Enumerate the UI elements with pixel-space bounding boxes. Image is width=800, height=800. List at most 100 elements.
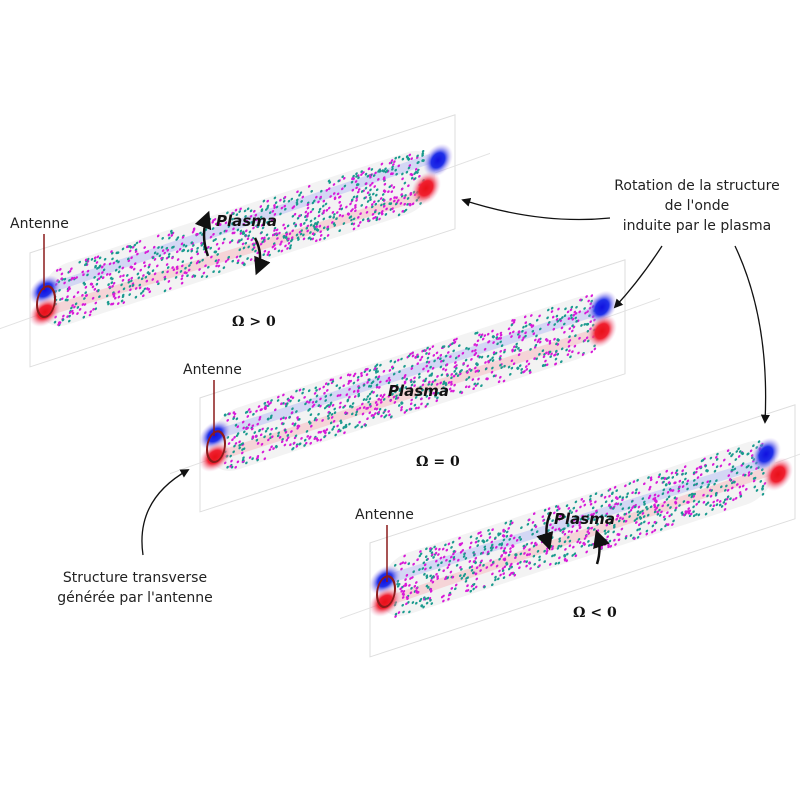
particle-dot <box>575 319 578 323</box>
particle-dot <box>317 200 320 204</box>
particle-dot <box>359 221 362 224</box>
particle-dot <box>557 307 560 311</box>
particle-dot <box>594 492 598 496</box>
particle-dot <box>483 547 487 551</box>
particle-dot <box>705 469 708 472</box>
particle-dot <box>414 167 418 171</box>
particle-dot <box>76 306 80 309</box>
particle-dot <box>306 224 310 228</box>
particle-dot <box>263 435 266 439</box>
particle-dot <box>356 183 360 187</box>
particle-dot <box>631 506 634 510</box>
particle-dot <box>338 393 342 397</box>
particle-dot <box>666 490 670 494</box>
particle-dot <box>373 367 377 370</box>
particle-dot <box>288 415 291 419</box>
particle-dot <box>410 157 414 161</box>
particle-dot <box>355 186 358 190</box>
particle-dot <box>265 233 269 237</box>
particle-dot <box>610 499 614 503</box>
particle-dot <box>701 481 704 485</box>
particle-dot <box>567 344 571 348</box>
particle-dot <box>249 214 253 218</box>
particle-dot <box>687 511 691 515</box>
particle-dot <box>596 522 599 526</box>
particle-dot <box>96 255 100 259</box>
particle-dot <box>538 564 541 568</box>
particle-dot <box>398 393 402 396</box>
particle-dot <box>284 428 287 432</box>
particle-dot <box>532 512 536 515</box>
particle-dot <box>454 361 457 364</box>
particle-dot <box>329 401 333 405</box>
particle-dot <box>192 244 195 247</box>
particle-dot <box>416 362 419 366</box>
particle-dot <box>401 177 404 181</box>
particle-dot <box>267 417 270 421</box>
rotation-arrow-up-icon <box>593 529 610 565</box>
particle-dot <box>681 469 685 473</box>
particle-dot <box>726 488 730 492</box>
particle-dot <box>261 427 264 431</box>
particle-dot <box>673 496 677 500</box>
particle-dot <box>404 578 407 581</box>
particle-dot <box>321 419 324 422</box>
particle-dot <box>480 355 484 359</box>
particle-dot <box>719 464 723 468</box>
particle-dot <box>387 376 391 380</box>
particle-dot <box>349 202 352 206</box>
antenna-label: Antenne <box>10 216 69 232</box>
particle-dot <box>688 509 692 513</box>
particle-dot <box>662 480 665 484</box>
rotation-annotation: Rotation de la structure de l'onde indui… <box>461 178 780 424</box>
particle-dot <box>535 357 539 361</box>
particle-dot <box>133 243 137 247</box>
particle-dot <box>624 536 628 540</box>
particle-dot <box>161 270 164 274</box>
particle-dot <box>491 366 494 370</box>
positive-field-stripe <box>389 465 771 606</box>
particle-dot <box>400 567 403 571</box>
particle-dot <box>692 499 696 503</box>
particle-dot <box>727 474 731 477</box>
particle-dot <box>357 394 361 398</box>
particle-dot <box>487 360 491 364</box>
particle-dot <box>402 590 406 593</box>
particle-dot <box>531 324 535 328</box>
particle-dot <box>494 351 498 355</box>
particle-dot <box>290 430 293 433</box>
particle-dot <box>608 494 611 498</box>
particle-dot <box>421 567 425 570</box>
particle-dot <box>73 305 76 309</box>
particle-dot <box>291 214 295 218</box>
particle-dot <box>371 212 375 216</box>
particle-dot <box>260 209 264 213</box>
particle-dot <box>661 492 665 496</box>
particle-dot <box>70 276 74 280</box>
particle-dot <box>428 374 432 377</box>
particle-dot <box>236 425 240 429</box>
particle-dot <box>485 566 489 569</box>
particle-dot <box>339 401 342 405</box>
particle-dot <box>486 354 490 358</box>
particle-dot <box>287 398 291 402</box>
particle-dot <box>586 526 590 530</box>
particle-dot <box>429 365 432 369</box>
particle-dot <box>482 563 485 567</box>
particle-dot <box>273 196 277 200</box>
particle-dot <box>374 202 378 206</box>
particle-dot <box>283 443 287 447</box>
negative-field-stripe <box>49 153 431 294</box>
particle-dot <box>448 387 452 391</box>
particle-dot <box>209 235 213 239</box>
particle-dot <box>192 228 196 232</box>
particle-dot <box>474 331 477 335</box>
particle-dot <box>619 516 622 520</box>
particle-dot <box>108 262 112 266</box>
particle-dot <box>424 377 428 381</box>
particle-dot <box>510 366 514 370</box>
particle-dot <box>576 540 579 544</box>
particle-dot <box>121 295 125 299</box>
particle-dot <box>548 339 552 343</box>
particle-dot <box>128 293 131 296</box>
